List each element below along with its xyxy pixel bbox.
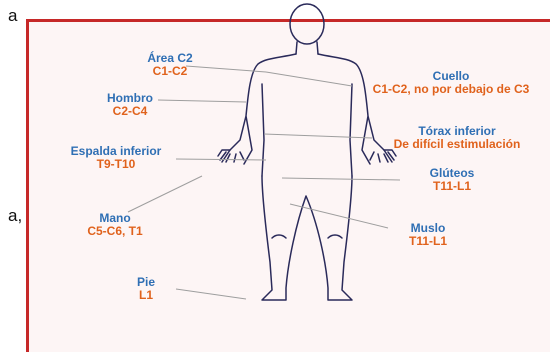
leader-cuello (266, 72, 352, 86)
label-gluteos: Glúteos T11-L1 (412, 167, 492, 193)
leader-pie (176, 289, 246, 299)
label-hombro-level: C2-C4 (90, 105, 170, 118)
leader-mano (128, 176, 202, 212)
label-hombro: Hombro C2-C4 (90, 92, 170, 118)
leader-gluteos (282, 178, 400, 180)
label-mano-level: C5-C6, T1 (70, 225, 160, 238)
leader-hombro (158, 100, 246, 102)
label-cuello: Cuello C1-C2, no por debajo de C3 (356, 70, 546, 96)
label-muslo: Muslo T11-L1 (388, 222, 468, 248)
label-area-c2: Área C2 C1-C2 (120, 52, 220, 78)
label-muslo-level: T11-L1 (388, 235, 468, 248)
head-outline (290, 4, 324, 44)
label-torax-inferior-level: De difícil estimulación (372, 138, 542, 151)
label-espalda-inferior-level: T9-T10 (56, 158, 176, 171)
leader-torax (264, 134, 372, 138)
label-gluteos-level: T11-L1 (412, 180, 492, 193)
label-torax-inferior: Tórax inferior De difícil estimulación (372, 125, 542, 151)
right-hand-outline (370, 150, 396, 162)
label-pie-level: L1 (116, 289, 176, 302)
leader-muslo (290, 204, 388, 228)
label-pie: Pie L1 (116, 276, 176, 302)
knee-lines (272, 235, 342, 238)
label-area-c2-level: C1-C2 (120, 65, 220, 78)
label-mano: Mano C5-C6, T1 (70, 212, 160, 238)
leader-espalda (176, 159, 266, 160)
label-espalda-inferior: Espalda inferior T9-T10 (56, 145, 176, 171)
label-cuello-level: C1-C2, no por debajo de C3 (356, 83, 546, 96)
legs-outline (262, 176, 352, 300)
